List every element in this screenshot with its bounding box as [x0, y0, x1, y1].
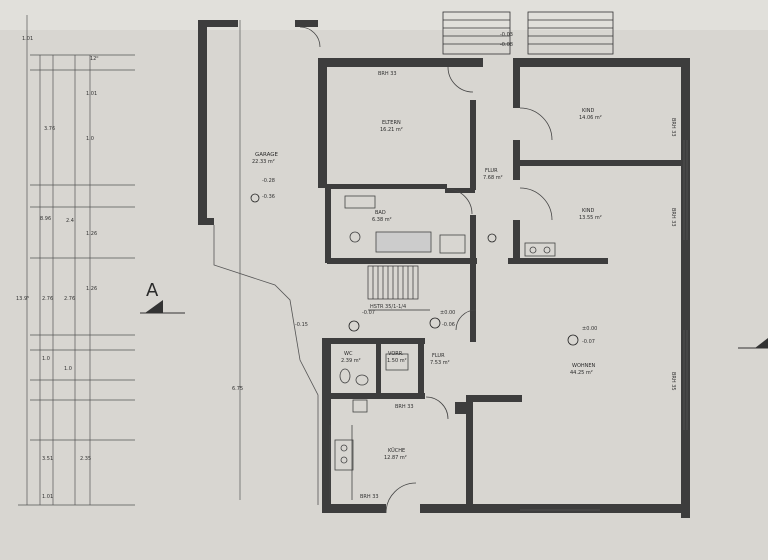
driveway-outline	[213, 225, 319, 505]
room-area: 16.21 m²	[380, 127, 403, 133]
dim-text: 6.75	[232, 386, 243, 392]
svg-text:±0.00: ±0.00	[440, 310, 455, 316]
bath-fixtures	[344, 195, 556, 257]
elevation-text: -0.03	[500, 32, 513, 38]
left-dimension-texts: 1.01 12⁰ 1.01 3.76 1.0 8.96 2.4 1.26 2.7…	[16, 36, 243, 500]
room-area: 12.87 m²	[384, 455, 407, 461]
dim-text: 2.35	[80, 456, 91, 462]
dim-text: 3.51	[42, 456, 53, 462]
room-area: 2.39 m²	[341, 358, 361, 364]
dim-text: 1.01	[22, 36, 33, 42]
left-dimension-chains	[18, 15, 135, 506]
room-label: FLUR	[485, 168, 498, 174]
wc-fixtures	[339, 353, 409, 413]
section-marker-a: A	[140, 280, 185, 314]
dim-text: 12⁰	[90, 56, 98, 62]
room-area: 22.33 m²	[252, 159, 275, 165]
svg-text:BRH 33: BRH 33	[378, 71, 397, 77]
dim-text: 1.26	[86, 231, 97, 237]
room-label: WC	[344, 351, 353, 357]
garage-walls	[198, 20, 318, 225]
paper-top-band	[0, 0, 768, 30]
stair-note: HSTR 35/1-1/4	[370, 304, 406, 310]
room-label: ELTERN	[382, 120, 401, 126]
kitchen-fixtures	[329, 425, 354, 500]
room-label: BAD	[375, 210, 386, 216]
dim-text: 1.01	[42, 494, 53, 500]
door-swings	[385, 66, 553, 514]
room-area: 13.55 m²	[579, 215, 602, 221]
dim-text: 1.0	[86, 136, 94, 142]
room-labels: ELTERN 16.21 m² KIND 14.06 m² KIND 13.55…	[341, 108, 602, 461]
garage-door-swing	[299, 26, 321, 48]
section-marker-right	[738, 338, 768, 349]
room-label: WOHNEN	[572, 363, 596, 369]
room-label: KIND	[582, 208, 594, 214]
room-label: KÜCHE	[388, 447, 405, 454]
dim-text: 1.26	[86, 286, 97, 292]
elevation-text: -0.08	[500, 42, 513, 48]
svg-text:-0.06: -0.06	[442, 322, 455, 328]
windows	[520, 140, 688, 511]
room-area: 1.50 m²	[387, 358, 407, 364]
svg-text:BRH 33: BRH 33	[670, 118, 676, 137]
room-area: 14.06 m²	[579, 115, 602, 121]
dim-text: 2.76	[42, 296, 53, 302]
elevation-symbol	[250, 193, 260, 203]
svg-text:-0.07: -0.07	[582, 339, 595, 345]
dim-text: 1.01	[86, 91, 97, 97]
dim-text: 1.0	[64, 366, 72, 372]
svg-text:BRH 35: BRH 35	[670, 372, 676, 391]
room-area: 44.25 m²	[570, 370, 593, 376]
elevation-markers: -0.07 -0.06 ±0.00 -0.07 ±0.00 -0.15	[295, 233, 597, 346]
dim-text: 13.9⁵	[16, 296, 29, 302]
svg-text:A: A	[146, 280, 159, 301]
dim-text: 2.4	[66, 218, 74, 224]
interior-stairs	[367, 265, 430, 311]
room-area: 6.38 m²	[372, 217, 392, 223]
svg-text:BRH 33: BRH 33	[360, 494, 379, 500]
svg-text:-0.15: -0.15	[295, 322, 308, 328]
svg-text:BRH 33: BRH 33	[395, 404, 414, 410]
room-area: 7.53 m²	[430, 360, 450, 366]
dim-text: 1.0	[42, 356, 50, 362]
elevation-text: -0.28	[262, 178, 275, 184]
room-area: 7.68 m²	[483, 175, 503, 181]
outside-stairs	[442, 11, 614, 55]
svg-text:-0.07: -0.07	[362, 310, 375, 316]
house-walls	[318, 58, 690, 518]
room-label: FLUR	[432, 353, 445, 359]
dim-text: 8.96	[40, 216, 51, 222]
room-label: GARAGE	[255, 152, 279, 158]
room-label: KIND	[582, 108, 594, 114]
wall-notes: BRH 33 BRH 33 BRH 33 BRH 35 BRH 33 BRH 3…	[360, 71, 676, 500]
svg-text:±0.00: ±0.00	[582, 326, 597, 332]
room-label: VORR.	[388, 351, 404, 357]
elevation-text: -0.36	[262, 194, 275, 200]
dim-text: 2.76	[64, 296, 75, 302]
dim-text: 3.76	[44, 126, 55, 132]
svg-text:BRH 33: BRH 33	[670, 208, 676, 227]
